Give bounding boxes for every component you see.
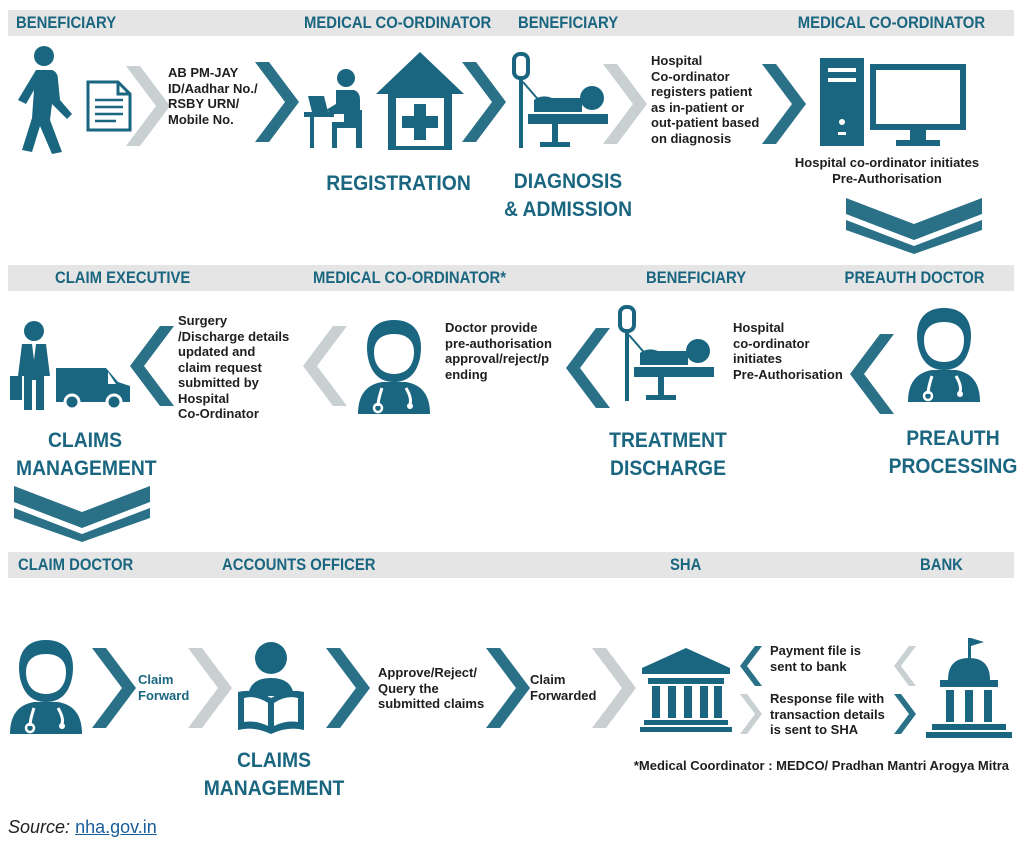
- chevron-left-light-icon: [894, 646, 916, 686]
- ambulance-icon: [56, 368, 130, 411]
- chevron-left-dark-icon: [740, 646, 762, 686]
- person-walking-icon: [18, 46, 72, 154]
- computer-icon: [820, 58, 966, 146]
- chevron-down-icon: [14, 486, 150, 542]
- chevron-left-dark-icon: [850, 334, 894, 414]
- chevron-right-light-icon: [603, 64, 647, 144]
- row1-header-medco: MEDICAL CO-ORDINATOR: [304, 14, 492, 32]
- footnote: *Medical Coordinator : MEDCO/ Pradhan Ma…: [633, 758, 1009, 773]
- row2-header-claim-executive: CLAIM EXECUTIVE: [55, 269, 191, 287]
- source-label: Source:: [8, 817, 71, 837]
- row1-header-beneficiary-2: BENEFICIARY: [518, 14, 619, 32]
- row2-header-medco: MEDICAL CO-ORDINATOR*: [313, 269, 507, 287]
- chevron-left-dark-icon: [566, 328, 610, 408]
- chevron-right-dark-icon: [486, 648, 530, 728]
- doctor-icon: [358, 320, 430, 414]
- chevron-right-dark-icon: [462, 62, 506, 142]
- bank-building-icon: [926, 638, 1012, 738]
- row1-header-medco-2: MEDICAL CO-ORDINATOR: [797, 14, 985, 32]
- chevron-right-light-icon: [592, 648, 636, 728]
- row3-header-bank: BANK: [920, 556, 963, 574]
- chevron-right-light-icon: [740, 694, 762, 734]
- chevron-right-light-icon: [126, 66, 170, 146]
- registration-label: REGISTRATION: [326, 172, 471, 195]
- chevron-right-dark-icon: [255, 62, 299, 142]
- chevron-left-light-icon: [303, 326, 347, 406]
- doctor-icon: [10, 640, 82, 734]
- chevron-right-dark-icon: [762, 64, 806, 144]
- chevron-right-dark-icon: [326, 648, 370, 728]
- chevron-right-dark-icon: [92, 648, 136, 728]
- approve-reject-text: Approve/Reject/Query the submitted claim…: [378, 665, 485, 711]
- row3-header-claim-doctor: CLAIM DOCTOR: [18, 556, 134, 574]
- row3-header-band: [8, 552, 1014, 578]
- chevron-down-icon: [846, 198, 982, 254]
- doctor-icon: [908, 308, 980, 402]
- row2-header-preauth-doctor: PREAUTH DOCTOR: [845, 269, 985, 287]
- chevron-left-dark-icon: [130, 326, 174, 406]
- row1-header-beneficiary: BENEFICIARY: [16, 14, 117, 32]
- person-at-desk-icon: [304, 69, 362, 148]
- patient-bed-icon: [618, 305, 714, 401]
- row3-header-accounts-officer: ACCOUNTS OFFICER: [222, 556, 376, 574]
- source-line: Source: nha.gov.in: [8, 817, 157, 838]
- government-building-icon: [640, 648, 732, 732]
- chevron-right-dark-icon: [894, 694, 916, 734]
- row2-header-band: [8, 265, 1014, 291]
- hospital-icon: [376, 52, 464, 150]
- chevron-right-light-icon: [188, 648, 232, 728]
- executive-icon: [10, 321, 50, 410]
- row1-header-band: [8, 10, 1014, 36]
- source-link[interactable]: nha.gov.in: [75, 817, 157, 837]
- row2-header-beneficiary: BENEFICIARY: [646, 269, 747, 287]
- reader-icon: [238, 642, 304, 734]
- patient-bed-icon: [512, 52, 608, 148]
- document-icon: [86, 80, 132, 132]
- row3-header-sha: SHA: [670, 556, 702, 574]
- diagnosis-label: DIAGNOSIS& ADMISSION: [503, 170, 633, 221]
